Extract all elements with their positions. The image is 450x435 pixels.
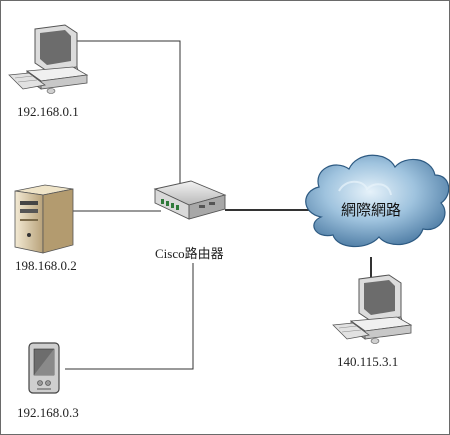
pc2-ip-label: 140.115.3.1 bbox=[337, 354, 399, 369]
router-icon bbox=[153, 180, 227, 220]
link-pda-router bbox=[65, 263, 194, 370]
pda-device-icon bbox=[28, 342, 60, 394]
desktop-computer-icon bbox=[332, 274, 413, 344]
cloud-icon bbox=[305, 154, 449, 248]
tower-server-icon bbox=[14, 184, 74, 254]
internet-label: 網際網路 bbox=[341, 201, 402, 219]
server-ip-label: 198.168.0.2 bbox=[15, 258, 77, 273]
pda-ip-label: 192.168.0.3 bbox=[17, 405, 79, 420]
pc1-ip-label: 192.168.0.1 bbox=[17, 104, 79, 119]
router-label: Cisco路由器 bbox=[155, 246, 224, 261]
connection-lines bbox=[65, 40, 372, 370]
desktop-computer-icon bbox=[8, 24, 89, 94]
link-pc1-router bbox=[71, 40, 181, 183]
